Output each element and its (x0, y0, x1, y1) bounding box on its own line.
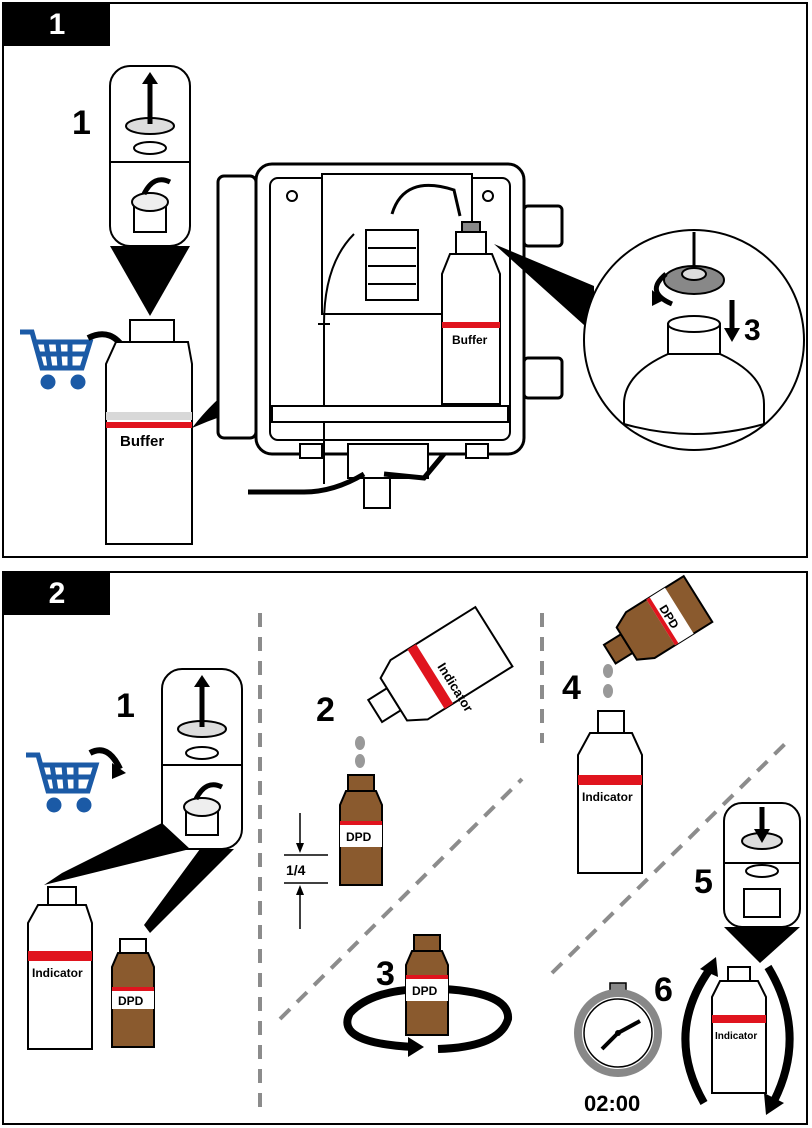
bottle-label: DPD (412, 984, 438, 998)
timer-label: 02:00 (584, 1091, 640, 1116)
step-number: 5 (694, 863, 713, 901)
panel-1-illustration: 1 Buffer 2 (20, 65, 805, 545)
analyzer-enclosure (216, 162, 564, 509)
panel-2-tab: 2 (4, 573, 110, 615)
indicator-bottle-pouring: Indicator (366, 605, 514, 724)
stopwatch-icon (574, 982, 662, 1077)
dpd-bottle: DPD (111, 938, 155, 1048)
panel-1-tab: 1 (4, 4, 110, 46)
fill-fraction-label: 1/4 (286, 862, 306, 878)
rotate-arrow-icon (764, 964, 794, 1103)
shopping-cart-icon (20, 329, 94, 390)
step-number: 3 (744, 314, 761, 347)
step-number: 1 (72, 104, 91, 142)
cap-removal-card (44, 668, 243, 933)
panel-2-illustration: 1 Indicator DPD (26, 574, 801, 1116)
step-number: 1 (116, 687, 135, 725)
bottle-label: Buffer (120, 433, 164, 450)
droplet-icon (603, 664, 613, 678)
droplet-icon (355, 736, 365, 750)
cap-closing-card (723, 802, 801, 963)
installed-bottle-label: Buffer (452, 333, 488, 347)
indicator-bottle: Indicator (27, 886, 93, 1050)
step-number: 6 (654, 971, 673, 1009)
panel-2: 2 1 (2, 571, 808, 1125)
fill-level-marker: 1/4 (284, 813, 328, 929)
step-number: 2 (316, 691, 335, 729)
bottle-label: Indicator (32, 966, 83, 980)
cap-removal-card (109, 65, 191, 316)
step-number: 3 (376, 955, 395, 993)
dpd-bottle-pouring: DPD (602, 574, 714, 665)
dpd-bottle: DPD (405, 934, 449, 1036)
shopping-cart-icon (26, 752, 100, 813)
divider-line (550, 737, 792, 975)
dpd-bottle: DPD (339, 774, 383, 886)
buffer-bottle: Buffer (105, 319, 193, 545)
indicator-bottle-inverting: Indicator (711, 966, 767, 1094)
bottle-label: Indicator (582, 790, 633, 804)
swirl-arrow-icon (343, 985, 512, 1057)
panel-1: 1 1 (2, 2, 808, 558)
bottle-label: DPD (346, 830, 372, 844)
arrow-icon (88, 747, 123, 771)
droplet-icon (355, 754, 365, 768)
droplet-icon (603, 684, 613, 698)
zoom-detail-circle: 3 (583, 229, 805, 451)
rotate-arrow-icon (681, 966, 714, 1105)
bottle-label: Indicator (715, 1031, 757, 1042)
divider-line (278, 777, 524, 1021)
bottle-label: DPD (118, 994, 144, 1008)
indicator-bottle: Indicator (577, 710, 643, 874)
installed-buffer-bottle: Buffer (441, 221, 501, 405)
step-number: 4 (562, 669, 581, 707)
